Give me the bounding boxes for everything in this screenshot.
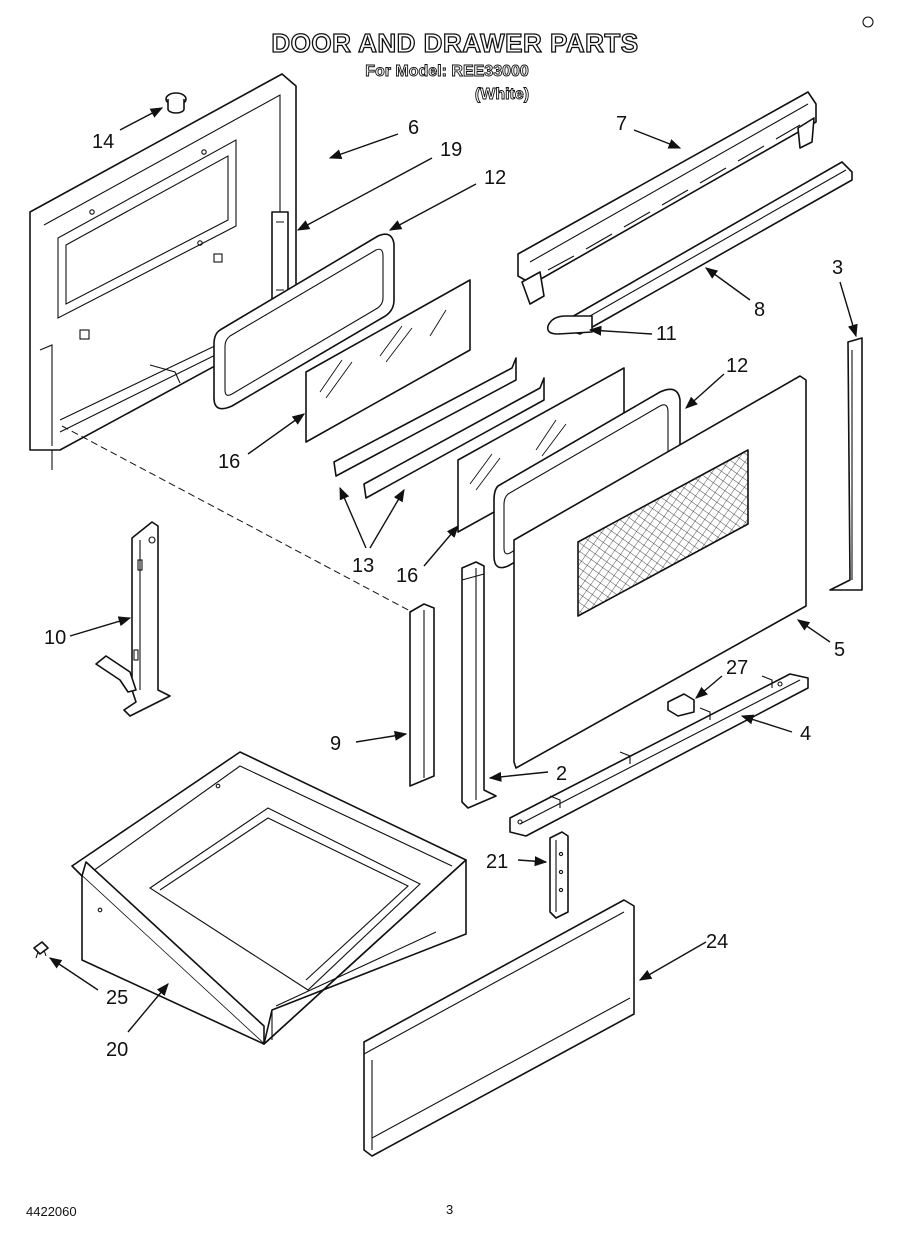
callout-3: 3 — [832, 257, 843, 279]
callout-2: 2 — [556, 763, 567, 785]
callout-13: 13 — [352, 555, 374, 577]
callout-9: 9 — [330, 733, 341, 755]
callout-12-upper: 12 — [484, 167, 506, 189]
callout-8: 8 — [754, 299, 765, 321]
part-8-side-trim — [567, 161, 853, 335]
callout-20: 20 — [106, 1039, 128, 1061]
callout-16-lower: 16 — [396, 565, 418, 587]
part-4-bottom-rail — [509, 673, 809, 837]
part-14-bumper — [165, 92, 187, 114]
doc-number: 4422060 — [26, 1204, 77, 1219]
callout-24: 24 — [706, 931, 728, 953]
part-21-small-bracket — [549, 831, 569, 919]
part-11-end-cap — [546, 315, 593, 335]
callout-7: 7 — [616, 113, 627, 135]
callout-21: 21 — [486, 851, 508, 873]
part-6-inner-door-panel — [29, 73, 297, 451]
callout-14: 14 — [92, 131, 114, 153]
part-19-hinge-strip — [271, 211, 289, 303]
callout-25: 25 — [106, 987, 128, 1009]
page-number: 3 — [446, 1202, 453, 1217]
part-16-glass-upper — [305, 279, 471, 443]
part-24-drawer-front-panel — [363, 899, 635, 1157]
callout-16-upper: 16 — [218, 451, 240, 473]
callout-11: 11 — [656, 323, 677, 345]
part-3-side-channel — [829, 337, 863, 591]
page-title: DOOR AND DRAWER PARTS — [271, 28, 638, 58]
part-10-bracket — [95, 521, 171, 717]
callout-12-lower: 12 — [726, 355, 748, 377]
corner-mark-icon — [862, 16, 874, 28]
part-5-outer-door-panel — [513, 375, 807, 769]
part-20-drawer — [71, 751, 467, 1045]
part-27-clip — [667, 693, 695, 717]
part-13-channel-lower — [363, 377, 545, 499]
callout-27: 27 — [726, 657, 748, 679]
part-9-divider-strip — [409, 603, 435, 787]
leader-lines — [48, 107, 858, 1033]
callout-4: 4 — [800, 723, 811, 745]
color-note: (White) — [475, 86, 529, 103]
reference-line — [61, 425, 413, 613]
model-line: For Model: REE33000 — [365, 63, 529, 80]
callout-10: 10 — [44, 627, 66, 649]
callout-19: 19 — [440, 139, 462, 161]
part-2-side-post — [461, 561, 497, 809]
callout-5: 5 — [834, 639, 845, 661]
part-25-screw — [33, 941, 49, 959]
part-13-channel-upper — [333, 357, 517, 477]
callout-6: 6 — [408, 117, 419, 139]
part-7-top-trim — [517, 91, 817, 305]
part-12-door-gasket-upper — [213, 233, 395, 410]
